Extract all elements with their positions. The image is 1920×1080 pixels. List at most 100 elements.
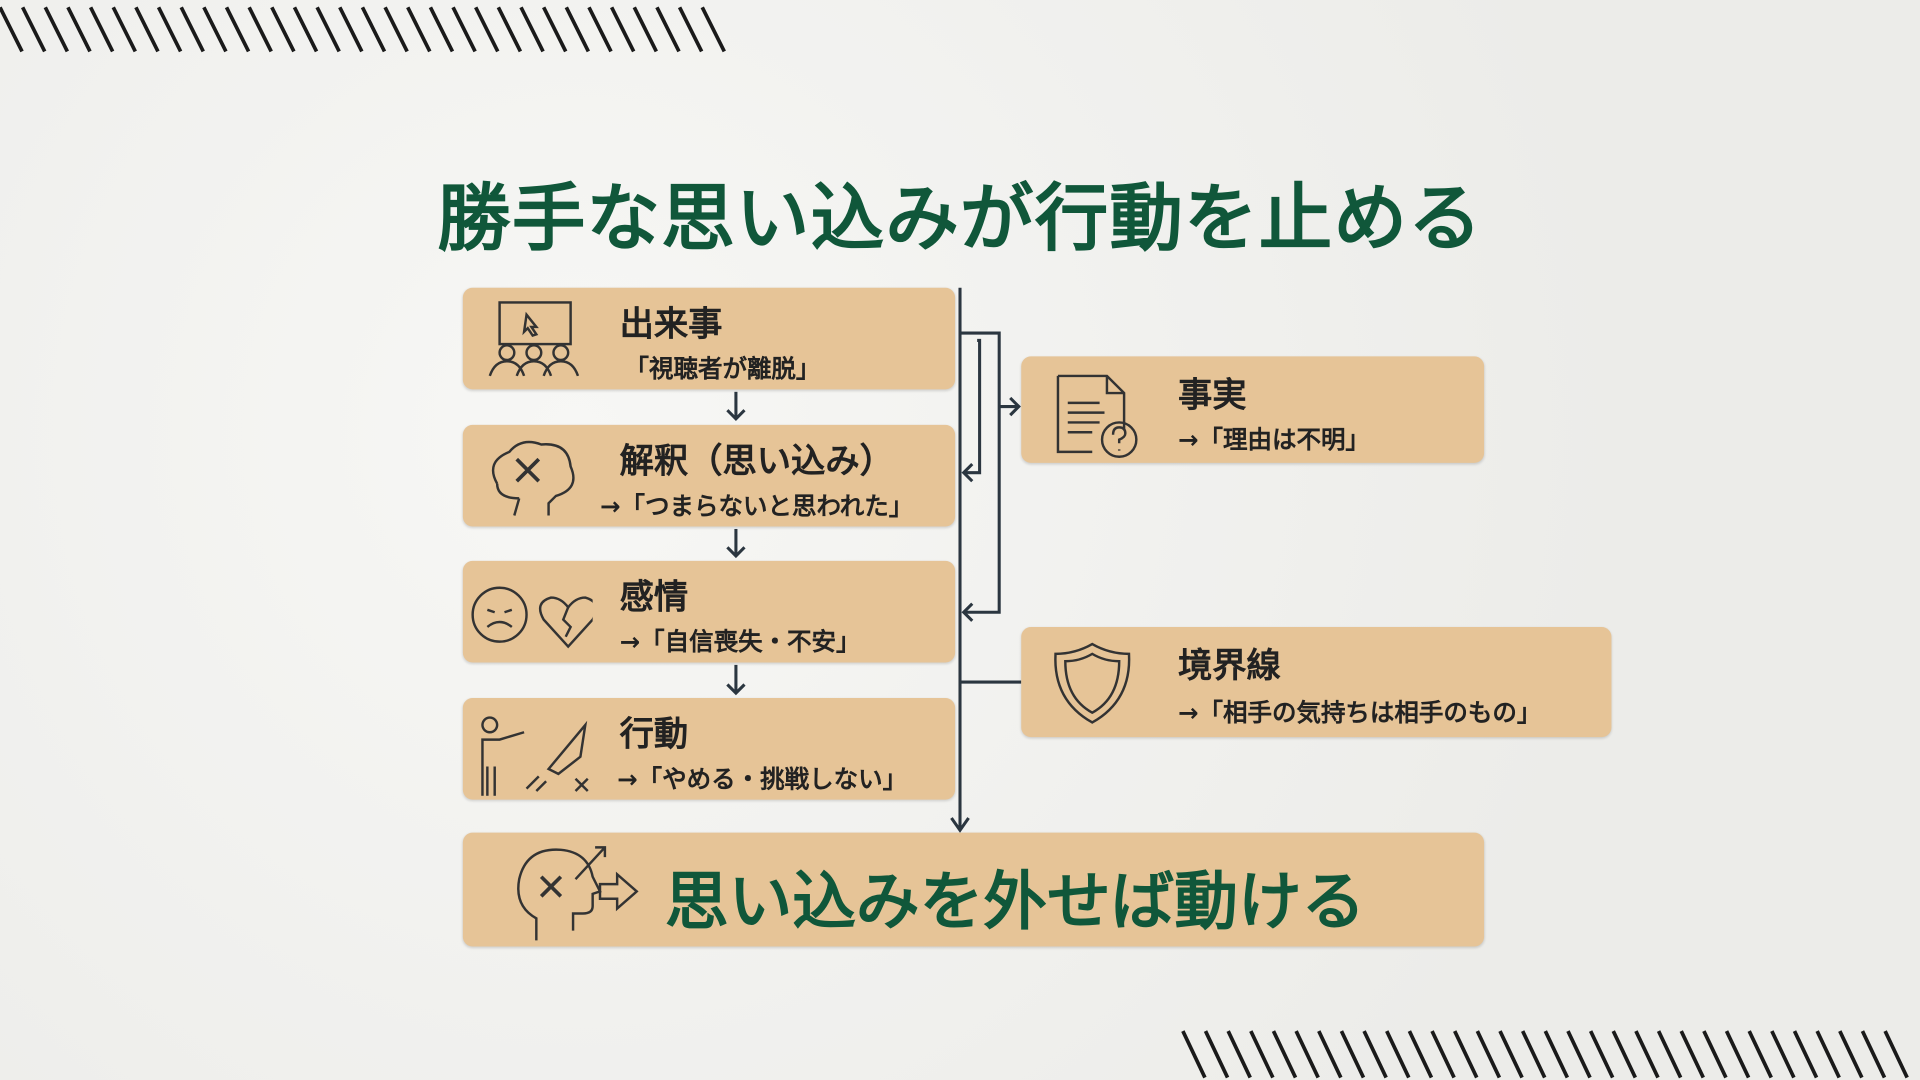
- hatch-stroke: [1430, 1030, 1456, 1079]
- hatch-stroke: [1407, 1030, 1434, 1079]
- hatch-stroke: [66, 6, 92, 53]
- hatch-stroke: [1566, 1030, 1592, 1079]
- hatch-stroke: [1498, 1030, 1524, 1079]
- conclusion-box: 思い込みを外せば動ける: [462, 832, 1485, 947]
- hatch-stroke: [1271, 1030, 1298, 1079]
- brain-x-icon: [491, 440, 575, 516]
- step-interpretation: 解釈（思い込み） →「つまらないと思われた」: [462, 424, 956, 527]
- shield-icon: [1054, 642, 1131, 724]
- hatch-stroke: [21, 6, 47, 53]
- boundary-heading: 境界線: [1177, 645, 1281, 686]
- hatch-stroke: [428, 6, 455, 53]
- hatch-stroke: [1385, 1030, 1411, 1079]
- hatch-stroke: [496, 6, 523, 53]
- connectors: [726, 287, 1022, 833]
- hatch-stroke: [43, 6, 69, 53]
- document-question-icon: [1056, 374, 1138, 458]
- hatch-stroke: [1317, 1030, 1343, 1079]
- hatch-stroke: [1475, 1030, 1502, 1079]
- feedback-line-emotion: [960, 331, 1001, 614]
- hatch-stroke: [111, 6, 137, 53]
- hatch-stroke: [1249, 1030, 1275, 1079]
- hatch-stroke: [1747, 1030, 1773, 1079]
- hatch-stroke: [655, 6, 681, 53]
- hatch-stroke: [1339, 1030, 1366, 1079]
- hatch-stroke: [1792, 1030, 1819, 1079]
- hatch-stroke: [1883, 1030, 1909, 1079]
- boundary-detail: →「相手の気持ちは相手のもの」: [1177, 697, 1542, 728]
- step-heading: 感情: [619, 576, 689, 618]
- hatch-stroke: [1838, 1030, 1864, 1079]
- hatch-stroke: [587, 6, 613, 53]
- fact-box: 事実 →「理由は不明」: [1021, 356, 1485, 463]
- hatch-stroke: [383, 6, 409, 53]
- hatch-stroke: [1634, 1030, 1660, 1079]
- hatch-stroke: [1226, 1030, 1252, 1079]
- feedback-line-interpretation: [963, 338, 982, 475]
- audience-screen-icon: [488, 301, 580, 377]
- hatch-stroke: [1679, 1030, 1705, 1079]
- hatch-stroke: [1815, 1030, 1841, 1079]
- hatch-stroke: [224, 6, 251, 53]
- hatch-stroke: [1521, 1030, 1547, 1079]
- hatch-stroke: [1860, 1030, 1887, 1079]
- page-title: 勝手な思い込みが行動を止める: [437, 176, 1483, 263]
- hatch-stroke: [609, 6, 636, 53]
- hatch-stroke: [1724, 1030, 1751, 1079]
- hatch-stroke: [179, 6, 205, 53]
- hatch-stroke: [156, 6, 183, 53]
- hatch-stroke: [1543, 1030, 1570, 1079]
- head-x-arrow-icon: [517, 846, 639, 941]
- down-arrows: [726, 391, 746, 696]
- hatch-stroke: [1656, 1030, 1683, 1079]
- sad-face-broken-heart-icon: [471, 586, 593, 649]
- step-detail: →「やめる・挑戦しない」: [617, 764, 908, 794]
- hatch-stroke: [1203, 1030, 1230, 1079]
- step-heading: 解釈（思い込み）: [619, 440, 894, 482]
- step-heading: 行動: [619, 713, 689, 755]
- hatch-stroke: [632, 6, 658, 53]
- conclusion-text: 思い込みを外せば動ける: [664, 865, 1366, 940]
- step-emotion: 感情 →「自信喪失・不安」: [462, 560, 956, 663]
- hatch-stroke: [474, 6, 500, 53]
- boundary-box: 境界線 →「相手の気持ちは相手のもの」: [1021, 626, 1612, 738]
- hatch-stroke: [1294, 1030, 1320, 1079]
- person-rocket-x-icon: [481, 716, 589, 796]
- hatch-stroke: [1611, 1030, 1637, 1079]
- hatch-stroke: [1181, 1030, 1207, 1079]
- hatch-stroke: [1588, 1030, 1615, 1079]
- fact-detail: →「理由は不明」: [1177, 424, 1370, 455]
- hatch-stroke: [315, 6, 341, 53]
- hatch-stroke: [542, 6, 568, 53]
- hatch-stroke: [202, 6, 228, 53]
- hatch-stroke: [700, 6, 726, 53]
- hatch-stroke: [1453, 1030, 1479, 1079]
- hatch-stroke: [1362, 1030, 1388, 1079]
- hatch-stroke: [564, 6, 591, 53]
- hatch-stroke: [406, 6, 432, 53]
- hatch-stroke: [519, 6, 545, 53]
- step-event: 出来事 「視聴者が離脱」: [462, 287, 956, 390]
- step-detail: 「視聴者が離脱」: [624, 353, 821, 384]
- step-detail: →「つまらないと思われた」: [600, 491, 914, 521]
- hatch-pattern-top: [0, 6, 726, 53]
- hatch-stroke: [88, 6, 115, 53]
- main-arrowhead: [950, 817, 970, 833]
- hatch-stroke: [338, 6, 364, 53]
- step-detail: →「自信喪失・不安」: [619, 626, 861, 657]
- step-heading: 出来事: [619, 303, 723, 345]
- hatch-stroke: [270, 6, 296, 53]
- hatch-stroke: [1702, 1030, 1728, 1079]
- hatch-stroke: [360, 6, 387, 53]
- hatch-stroke: [0, 6, 24, 53]
- hatch-stroke: [1770, 1030, 1796, 1079]
- hatch-stroke: [292, 6, 319, 53]
- hatch-stroke: [134, 6, 160, 53]
- hatch-stroke: [451, 6, 477, 53]
- hatch-stroke: [677, 6, 704, 53]
- hatch-pattern-bottom: [1181, 1030, 1909, 1079]
- hatch-stroke: [247, 6, 273, 53]
- step-action: 行動 →「やめる・挑戦しない」: [462, 697, 956, 800]
